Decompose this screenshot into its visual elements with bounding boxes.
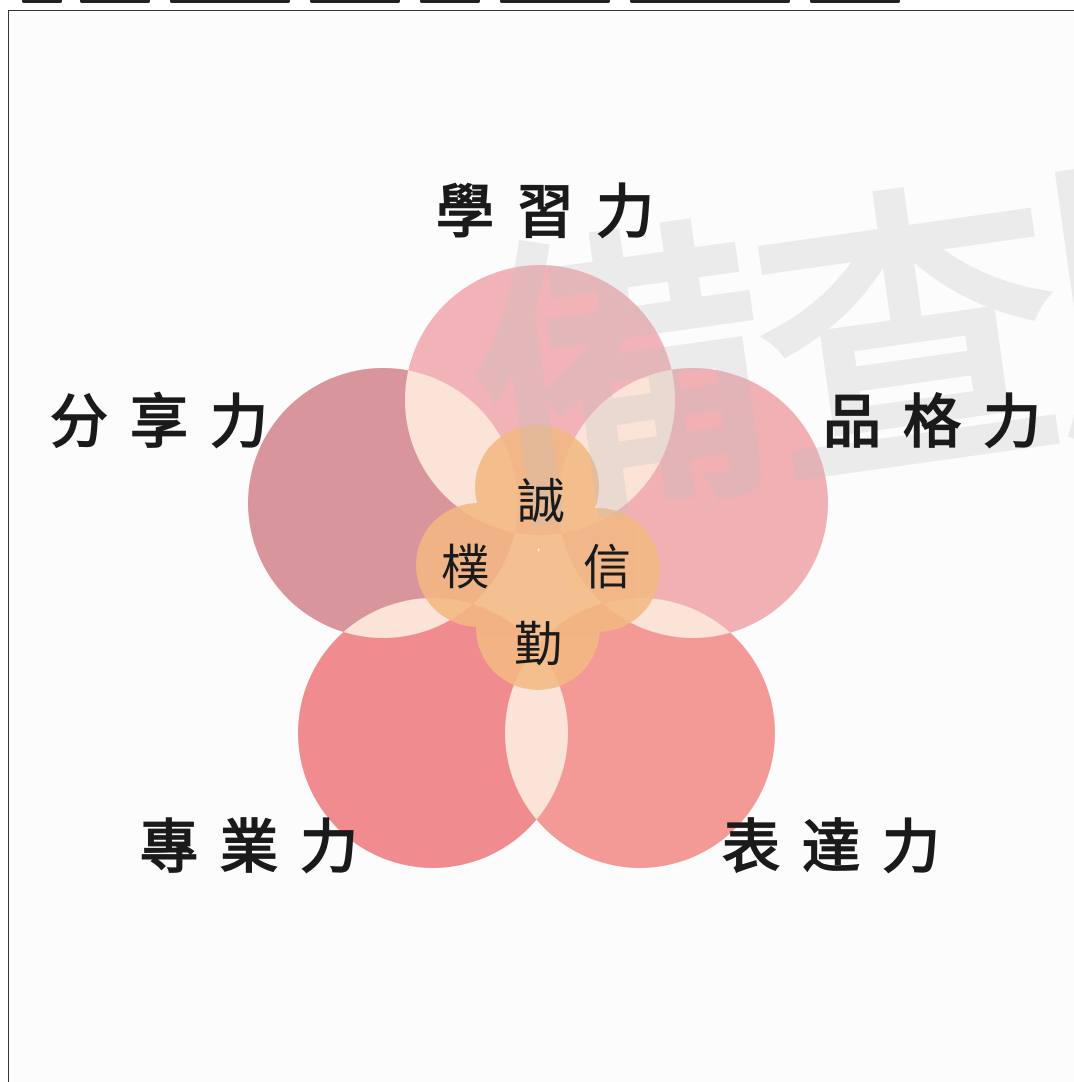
- cropped-top-text: [0, 0, 1074, 10]
- label-professional: 專業力: [140, 813, 381, 881]
- label-expression: 表達力: [722, 813, 963, 881]
- overlap-top-upper-left: [405, 368, 518, 535]
- core-circle-bottom: [476, 566, 600, 690]
- label-learning: 學習力: [436, 178, 677, 246]
- label-sharing: 分享力: [50, 388, 291, 456]
- overlap-top-upper-right: [558, 368, 675, 535]
- core-label-bottom: 勤: [513, 617, 563, 673]
- core-label-top: 誠: [516, 474, 566, 530]
- label-character: 品格力: [823, 388, 1064, 456]
- core-label-left: 樸: [440, 540, 490, 596]
- core-label-right: 信: [582, 540, 632, 596]
